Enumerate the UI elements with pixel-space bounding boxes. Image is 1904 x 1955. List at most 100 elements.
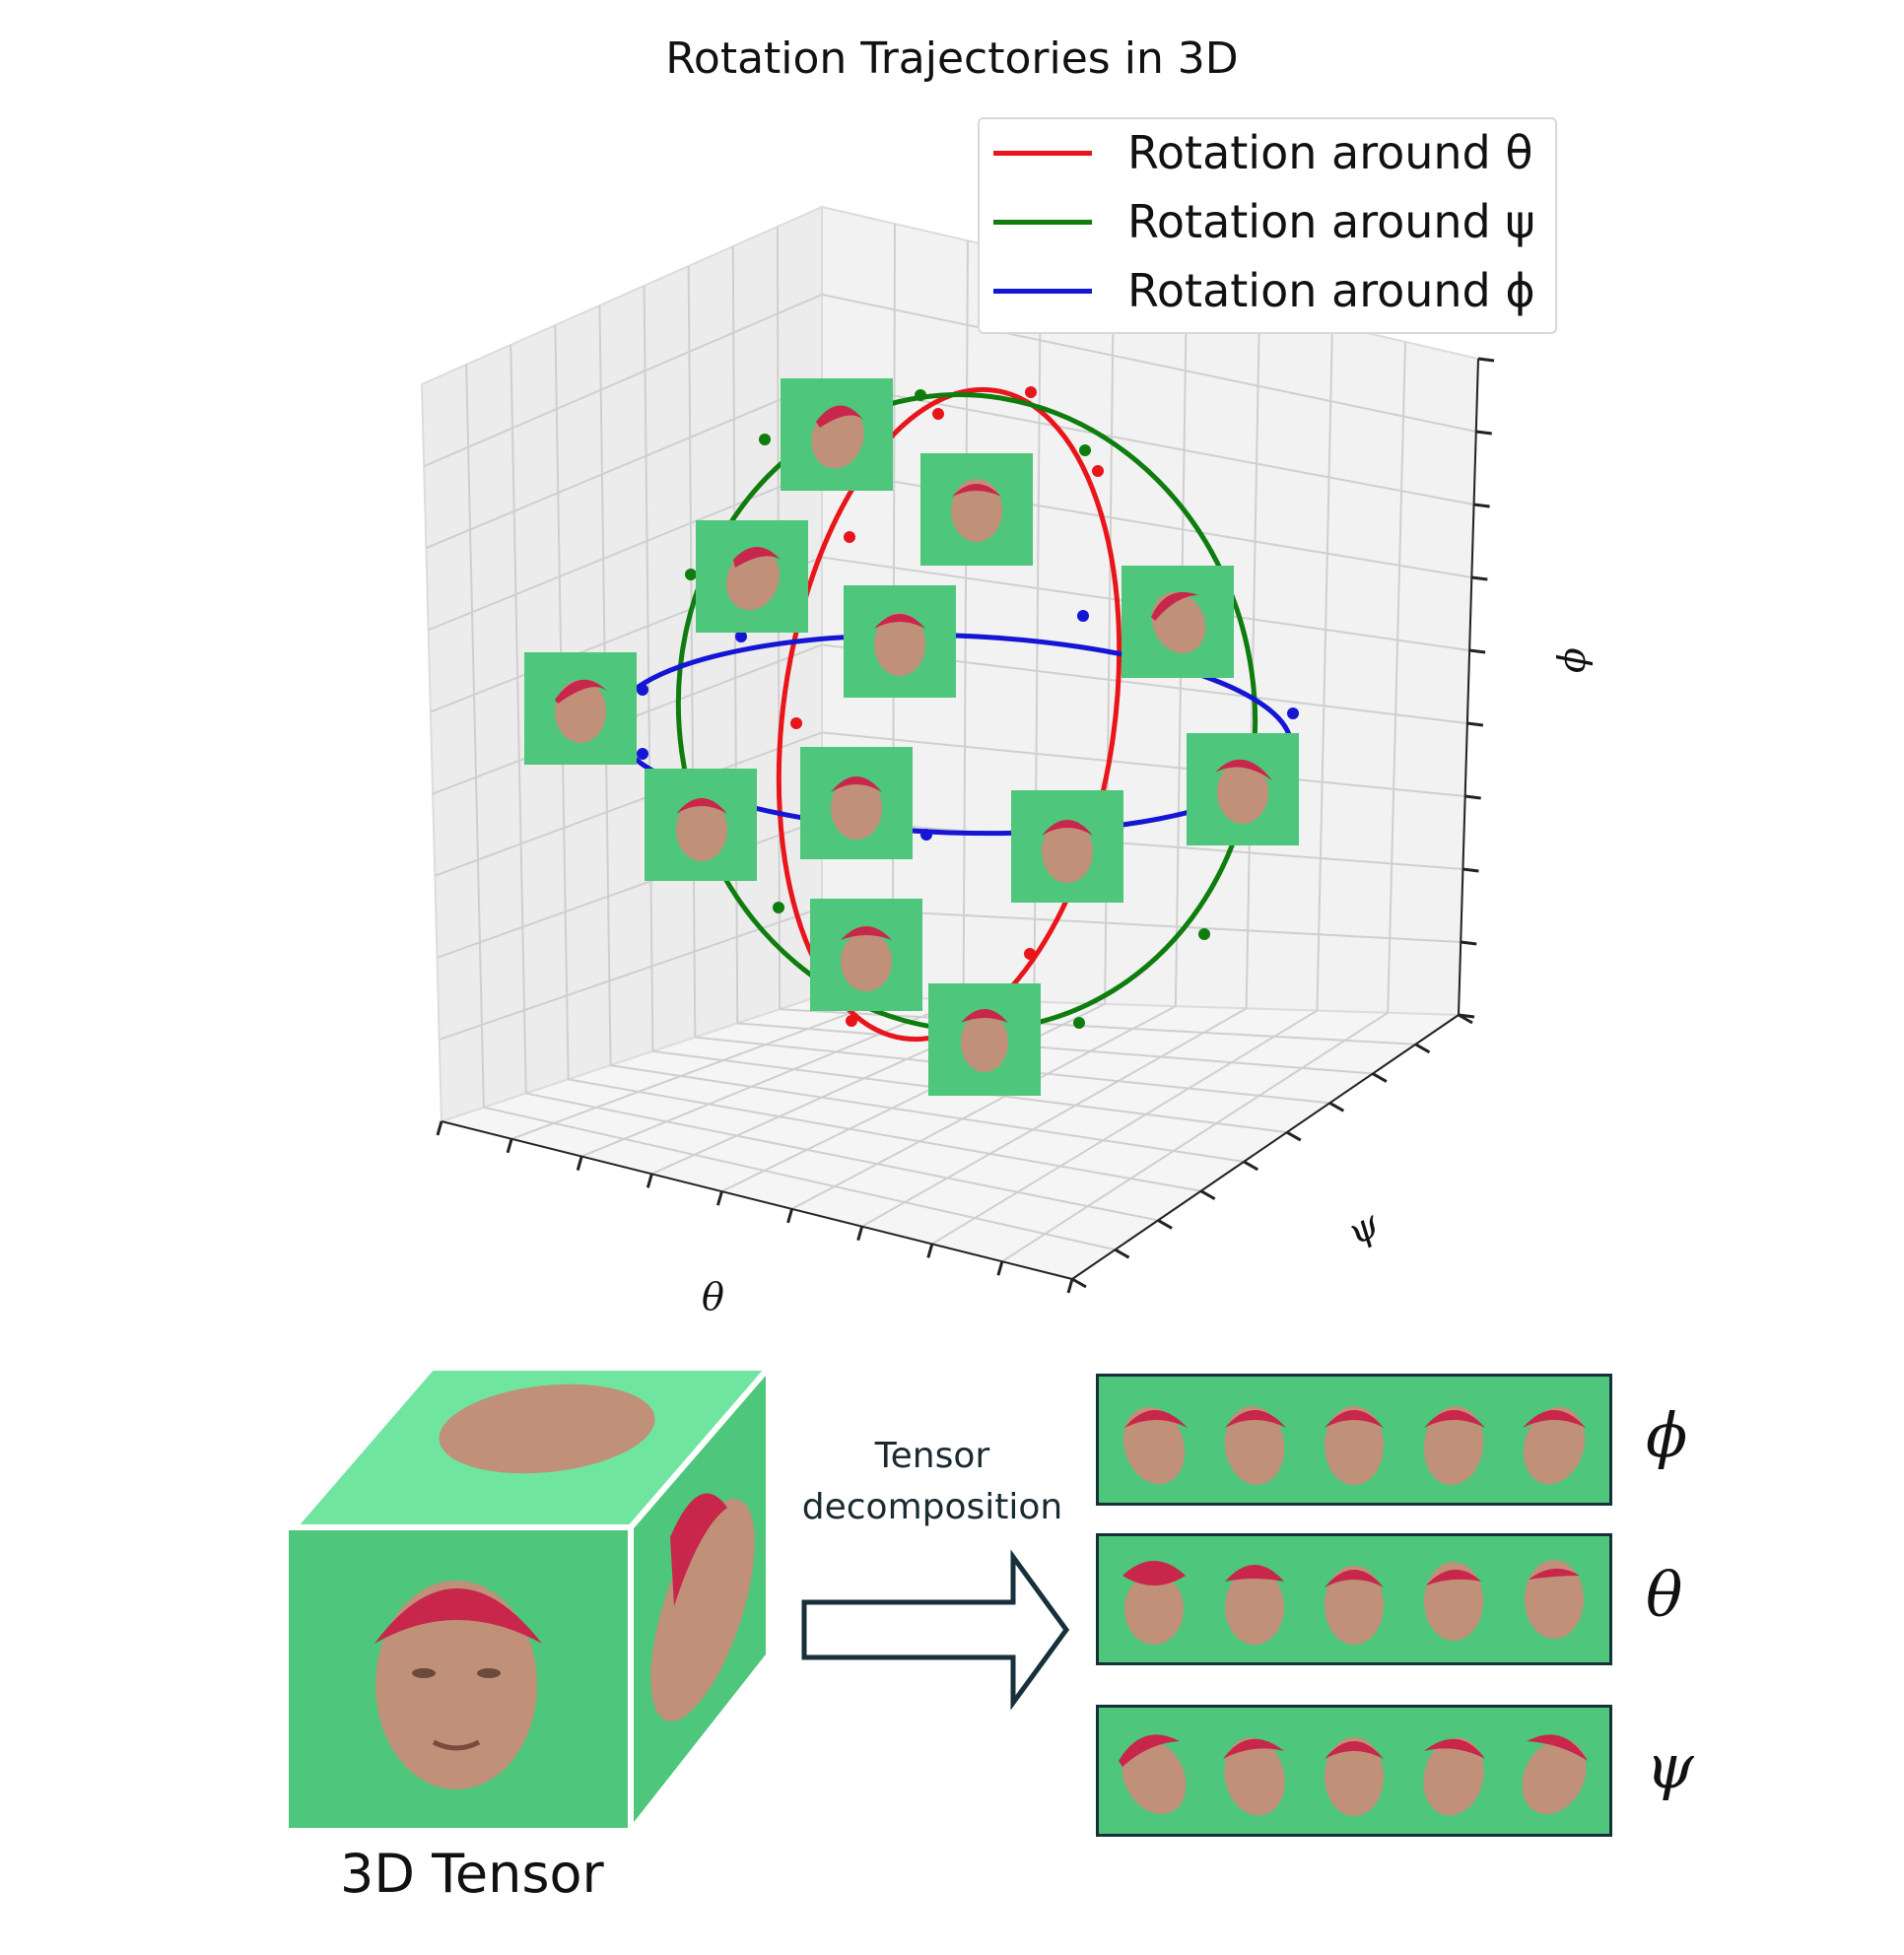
axis-tick [926,1244,934,1258]
axis-tick [436,1120,443,1136]
axis-tick [1458,1013,1475,1019]
gridline [525,1092,1159,1222]
axis-ticks [436,357,1495,1294]
axis-tick [1414,1043,1431,1054]
psi-factor-label: ψ [1646,1730,1694,1802]
head-icon [831,776,882,840]
gridline [426,380,823,550]
axis-tick [1471,575,1488,581]
axis-tick [996,1260,1004,1276]
theta-point [1092,465,1104,477]
psi-point [685,569,697,580]
decomposition-label-line2: decomposition [801,1487,1063,1527]
head-icon [1424,1562,1483,1641]
arrow-icon [801,1549,1070,1711]
gridline [1001,1011,1389,1263]
head-row [1119,1734,1588,1816]
gridline [568,1078,1201,1192]
head-icon [1122,1561,1186,1645]
axis-tick [1199,1189,1216,1200]
axis-tick [576,1156,583,1171]
head-row [1122,1560,1584,1645]
psi-point [773,902,784,913]
theta-factor-strip [1096,1533,1612,1665]
phi-rotation-points [637,610,1299,841]
face-thumbnail [781,378,893,491]
gridline [510,996,894,1140]
gridline [962,240,969,1000]
head-icon [1122,1406,1188,1485]
axis-tick [856,1226,864,1242]
head-icon [1423,1406,1485,1485]
legend-label: Rotation around ψ [1127,195,1535,248]
phi-point [637,684,648,696]
phi-axis-line [1458,358,1479,1016]
axis-tick [1372,1072,1388,1083]
legend-swatch [993,219,1092,225]
axis-tick [1462,867,1479,873]
side-face-head-icon [650,1493,755,1721]
theta-factor-label: θ [1646,1559,1683,1631]
gridline [931,1009,1318,1246]
theta-point [790,717,802,729]
face-thumbnail [844,585,956,698]
gridline [821,293,1476,433]
face-thumbnail [645,769,757,881]
head-icon [1119,1734,1187,1815]
head-icon [811,405,864,469]
face-thumbnail [524,652,637,765]
axis-tick [1066,1278,1074,1294]
axis-tick [1477,357,1495,363]
axis-tick [1475,430,1492,436]
head-icon [1525,1560,1584,1639]
axis-tick [1114,1247,1130,1259]
gridline [721,1002,1106,1193]
head-icon [1522,1734,1588,1815]
theta-axis-line [441,1120,1073,1280]
phi-point [637,748,648,760]
head-icon [841,926,892,991]
gridline [428,468,823,632]
gridline [737,1022,1373,1075]
head-icon [555,679,608,743]
axis-tick [1473,503,1490,508]
axis-label-phi: ϕ [1549,647,1594,673]
legend-item-phi: Rotation around ϕ [993,261,1535,320]
head-icon [1224,1406,1286,1485]
head-icon [1225,1565,1284,1645]
head-icon [1042,820,1093,883]
gridline [687,265,697,1038]
phi-factor-label: ϕ [1646,1399,1688,1471]
legend-swatch [993,150,1092,156]
face-thumbnail [1122,566,1234,678]
decomposition-label: Tensor decomposition [775,1431,1090,1533]
gridline [821,731,1465,797]
axis-label-theta: θ [702,1275,724,1318]
head-icon [1223,1737,1285,1816]
theta-rotation-curve [776,386,1122,1043]
psi-point [759,434,771,445]
psi-factor-strip [1096,1705,1612,1837]
legend: Rotation around θ Rotation around ψ Rota… [978,117,1557,334]
head-icon [1325,1406,1384,1485]
gridline [643,285,654,1051]
face-thumbnail [696,520,808,633]
axis-tick [1157,1219,1173,1230]
phi-point [920,829,932,841]
gridline [1387,341,1406,1013]
gridline [791,1005,1177,1210]
legend-item-theta: Rotation around θ [993,123,1533,182]
gridline [1245,307,1260,1009]
axis-tick [716,1190,723,1206]
theta-point [932,408,944,420]
gridline [610,1064,1245,1163]
psi-point [1079,444,1091,456]
axis-tick [786,1208,793,1224]
axis-tick [1328,1102,1345,1112]
head-icon [951,479,1002,542]
theta-point [844,531,855,543]
gridline [821,907,1462,943]
phi-point [735,631,747,642]
gridline [861,1007,1248,1228]
